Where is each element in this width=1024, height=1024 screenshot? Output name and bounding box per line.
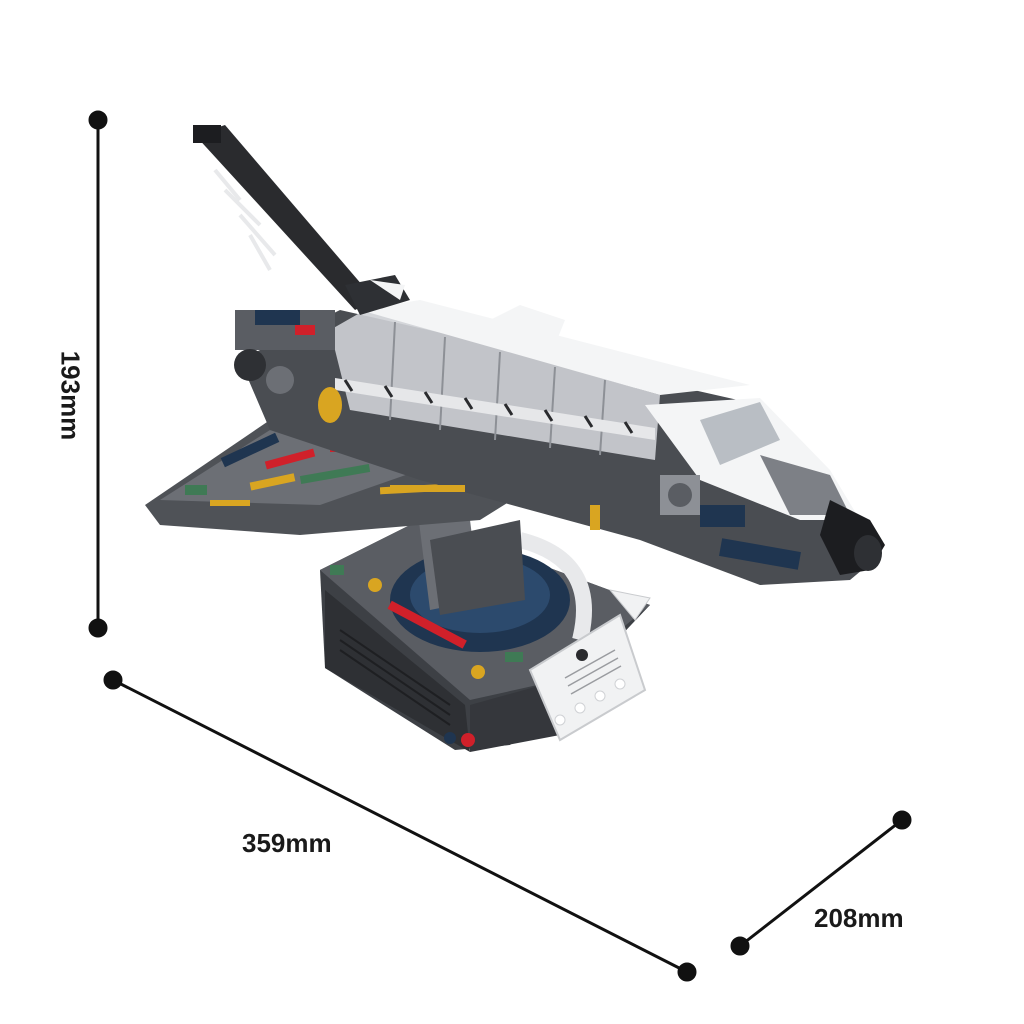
length-dimension-label: 359mm	[242, 828, 332, 858]
height-dimension-line	[88, 110, 108, 638]
depth-dimension-line	[730, 810, 912, 956]
length-dimension-line	[103, 670, 697, 982]
depth-dimension-label: 208mm	[814, 903, 904, 933]
payload-truss	[335, 378, 655, 440]
info-plaque	[528, 613, 647, 742]
height-dimension-label: 193mm	[55, 350, 86, 441]
engine-section	[234, 310, 342, 423]
robotic-arm	[193, 125, 410, 315]
shuttle-fuselage	[234, 300, 885, 585]
